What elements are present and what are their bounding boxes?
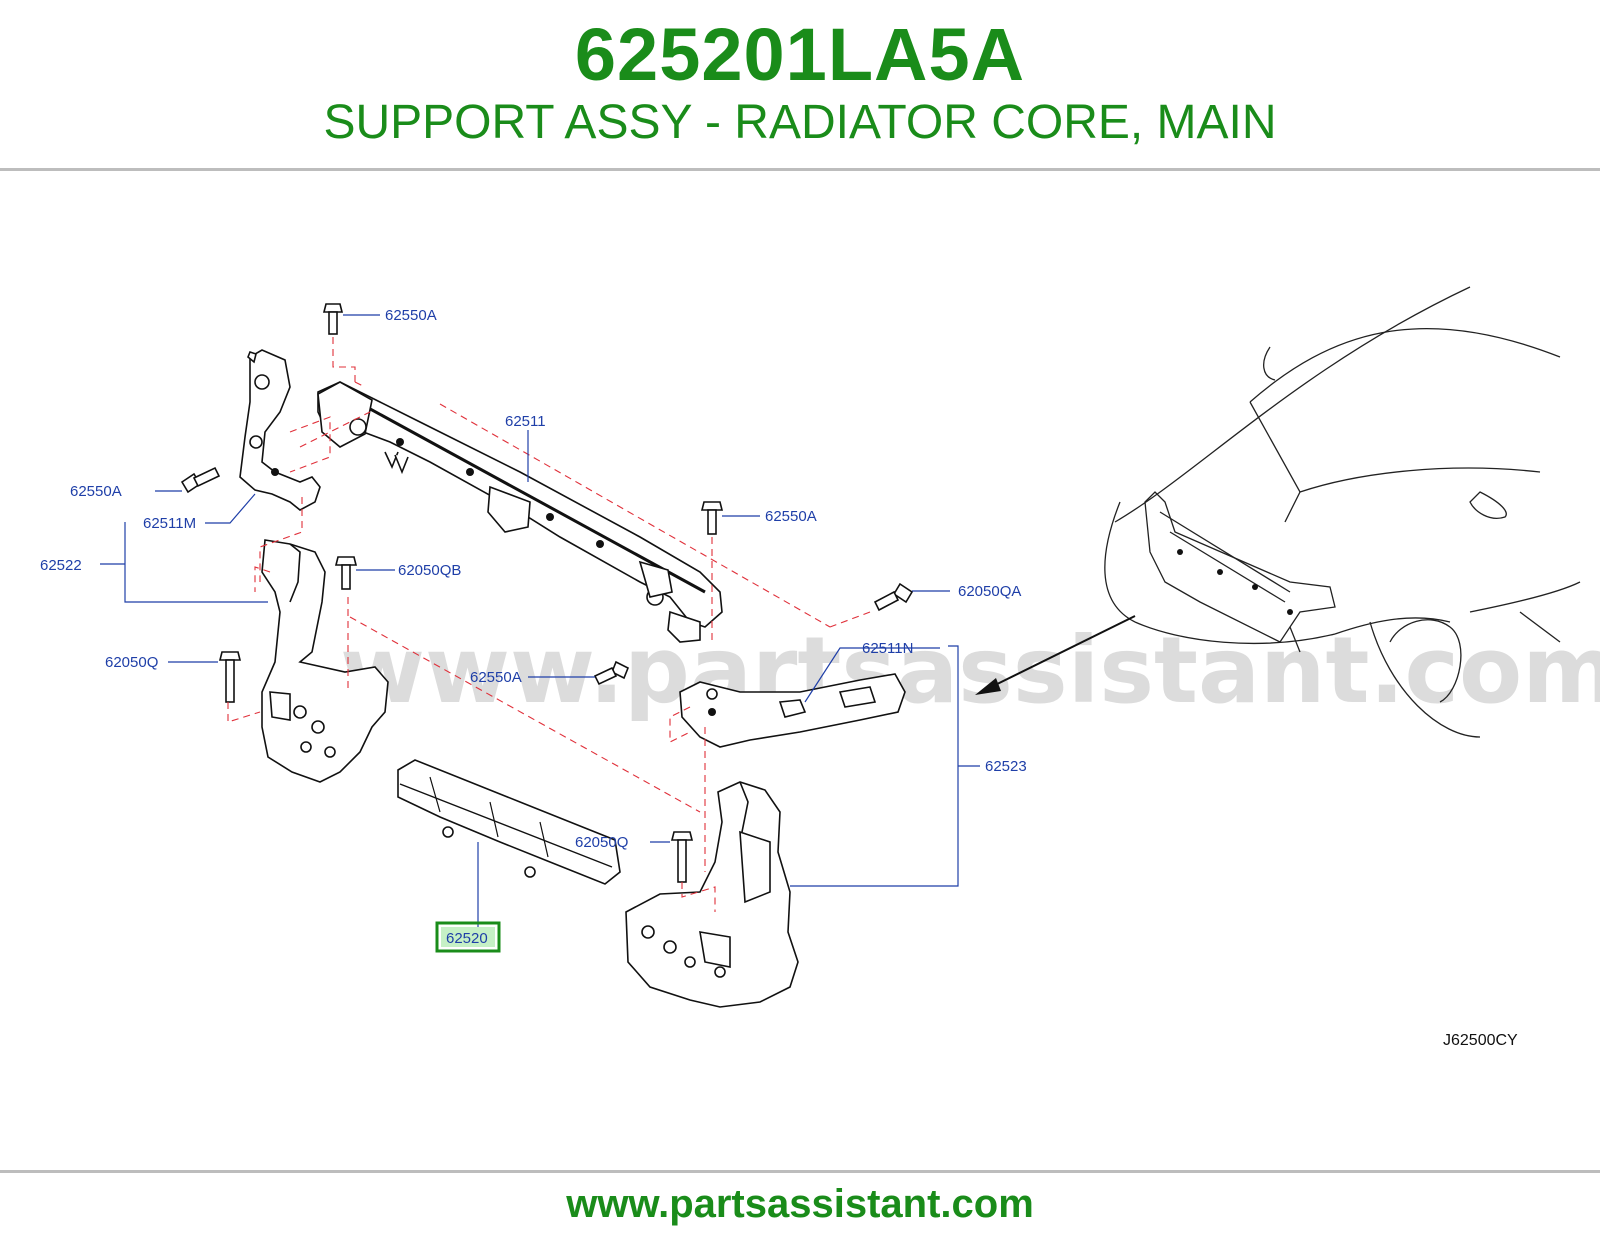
callout-62550A-left: 62550A	[70, 483, 122, 500]
left-side-support-62522	[261, 539, 389, 783]
callout-62050QB: 62050QB	[398, 562, 461, 579]
bolt-62550A-center	[593, 660, 630, 686]
callout-62550A-center: 62550A	[470, 669, 522, 686]
watermark-text: www.partsassistant.com	[340, 617, 1600, 724]
callout-62550A-top: 62550A	[385, 307, 437, 324]
right-side-support-62523	[625, 781, 799, 1008]
bolt-62050QA	[873, 582, 914, 612]
upper-support-62511	[317, 381, 723, 643]
right-bracket-62511N	[679, 673, 906, 748]
part-name-subtitle: SUPPORT ASSY - RADIATOR CORE, MAIN	[323, 96, 1277, 149]
highlight-box-62520	[435, 921, 501, 953]
bolt-62050QB	[334, 556, 358, 590]
bolt-62550A-top	[322, 303, 344, 335]
assembly-lines	[227, 337, 871, 912]
callout-62511M: 62511M	[143, 515, 196, 532]
header: 625201LA5A SUPPORT ASSY - RADIATOR CORE,…	[0, 0, 1600, 170]
footer-url-link[interactable]: www.partsassistant.com	[566, 1182, 1034, 1226]
bolt-62050Q-left	[218, 651, 242, 703]
vehicle-outline	[975, 286, 1581, 738]
callout-62550A-mid: 62550A	[765, 508, 817, 525]
highlight-fill-62520	[441, 927, 495, 947]
lower-support-62520	[397, 759, 621, 927]
callout-62050QA: 62050QA	[958, 583, 1021, 600]
leader-lines	[100, 314, 980, 887]
diagram-code: J62500CY	[1443, 1032, 1518, 1049]
parts-diagram: www.partsassistant.com	[0, 172, 1600, 1168]
callout-62511N: 62511N	[862, 640, 913, 657]
callout-62050Q-left: 62050Q	[105, 654, 158, 671]
bolt-62550A-left	[180, 466, 221, 494]
top-divider	[0, 168, 1600, 171]
callout-62523: 62523	[985, 758, 1027, 775]
bolt-62550A-mid	[700, 501, 724, 535]
part-number-title: 625201LA5A	[574, 13, 1026, 96]
bolt-62050Q-right	[670, 831, 694, 883]
callout-62522: 62522	[40, 557, 82, 574]
diagram-svg: www.partsassistant.com	[40, 286, 1600, 1049]
bottom-divider	[0, 1170, 1600, 1173]
callout-62511: 62511	[505, 413, 546, 430]
callout-62050Q-right: 62050Q	[575, 834, 628, 851]
callout-62520: 62520	[446, 930, 488, 947]
left-bracket-62511M	[239, 349, 321, 511]
